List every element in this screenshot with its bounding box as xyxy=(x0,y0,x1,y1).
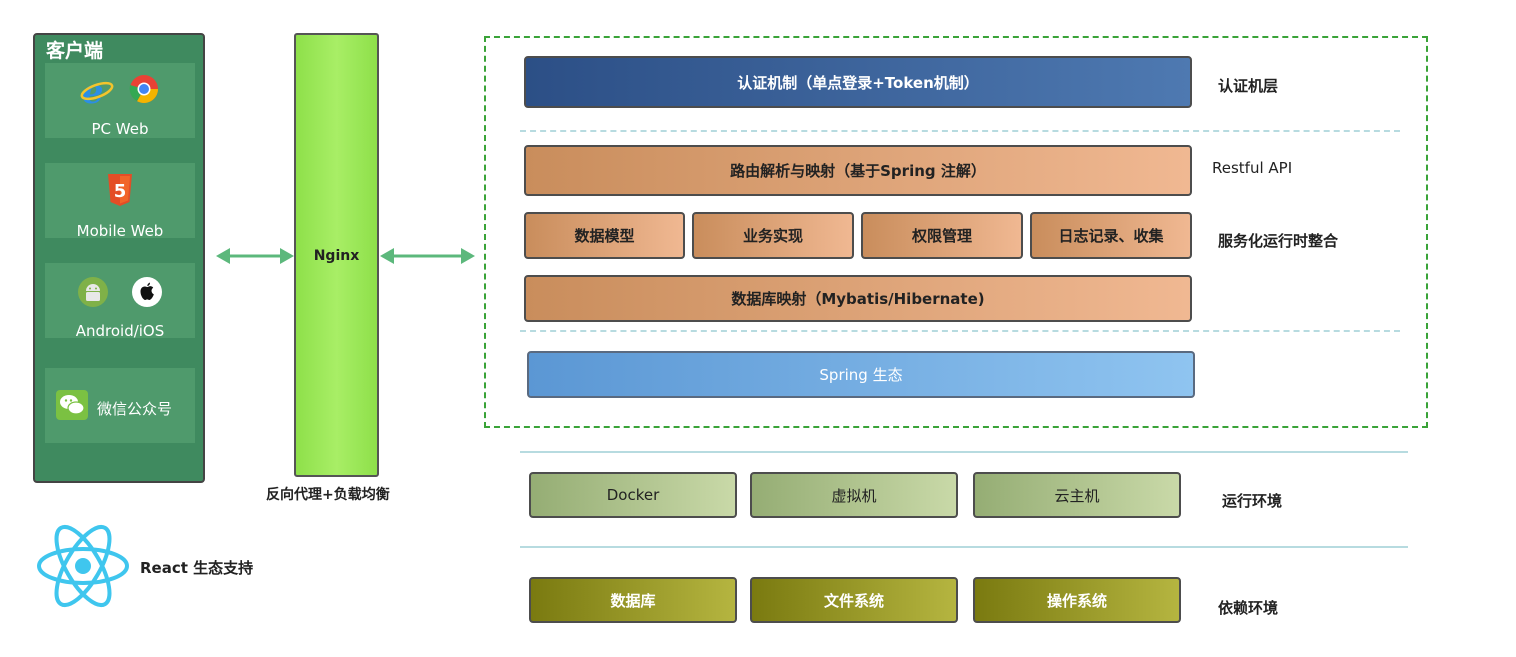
divider xyxy=(520,130,1400,132)
service-block-data-model[interactable]: 数据模型 xyxy=(524,212,685,259)
runtime-docker[interactable]: Docker xyxy=(529,472,737,518)
client-item-label: Android/iOS xyxy=(75,322,165,340)
dependency-database[interactable]: 数据库 xyxy=(529,577,737,623)
svg-text:5: 5 xyxy=(114,181,127,202)
routing-bar[interactable]: 路由解析与映射（基于Spring 注解） xyxy=(524,145,1192,196)
react-label: React 生态支持 xyxy=(140,559,254,577)
runtime-label: 运行环境 xyxy=(1222,492,1283,510)
dependency-filesystem[interactable]: 文件系统 xyxy=(750,577,958,623)
nginx-caption: 反向代理+负载均衡 xyxy=(266,487,390,503)
nginx-label: Nginx xyxy=(313,248,360,264)
android-icon xyxy=(78,277,108,307)
html5-icon: 5 xyxy=(108,174,132,206)
service-layer-label: 服务化运行时整合 xyxy=(1218,232,1339,250)
restful-api-label: Restful API xyxy=(1212,159,1293,177)
client-item-label: PC Web xyxy=(91,120,149,138)
service-block-permission[interactable]: 权限管理 xyxy=(861,212,1023,259)
auth-bar[interactable]: 认证机制（单点登录+Token机制） xyxy=(524,56,1192,108)
client-title: 客户端 xyxy=(46,40,104,62)
runtime-vm[interactable]: 虚拟机 xyxy=(750,472,958,518)
auth-layer-label: 认证机层 xyxy=(1218,77,1279,95)
db-mapping-bar[interactable]: 数据库映射（Mybatis/Hibernate) xyxy=(524,275,1192,322)
divider xyxy=(520,546,1408,548)
client-nginx-arrow xyxy=(216,248,294,264)
wechat-icon xyxy=(56,390,88,420)
dependency-os[interactable]: 操作系统 xyxy=(973,577,1181,623)
client-item-pc-web[interactable]: e PC Web xyxy=(45,63,195,138)
ie-icon: e xyxy=(80,73,114,107)
client-item-android-ios[interactable]: Android/iOS xyxy=(45,263,195,340)
divider xyxy=(520,451,1408,453)
chrome-icon xyxy=(129,75,158,103)
divider xyxy=(520,330,1400,332)
client-item-label: 微信公众号 xyxy=(97,400,173,418)
client-item-label: Mobile Web xyxy=(76,222,164,240)
dependency-label: 依赖环境 xyxy=(1218,599,1279,617)
service-block-business[interactable]: 业务实现 xyxy=(692,212,854,259)
spring-bar[interactable]: Spring 生态 xyxy=(527,351,1195,398)
service-container xyxy=(484,36,1428,428)
apple-icon xyxy=(132,277,162,307)
client-item-mobile-web[interactable]: 5 Mobile Web xyxy=(45,163,195,240)
nginx-bar[interactable] xyxy=(294,33,379,477)
runtime-cloud-host[interactable]: 云主机 xyxy=(973,472,1181,518)
nginx-service-arrow xyxy=(380,248,475,264)
react-logo-icon xyxy=(37,524,129,608)
client-item-wechat[interactable]: 微信公众号 xyxy=(45,368,195,443)
service-block-logging[interactable]: 日志记录、收集 xyxy=(1030,212,1192,259)
